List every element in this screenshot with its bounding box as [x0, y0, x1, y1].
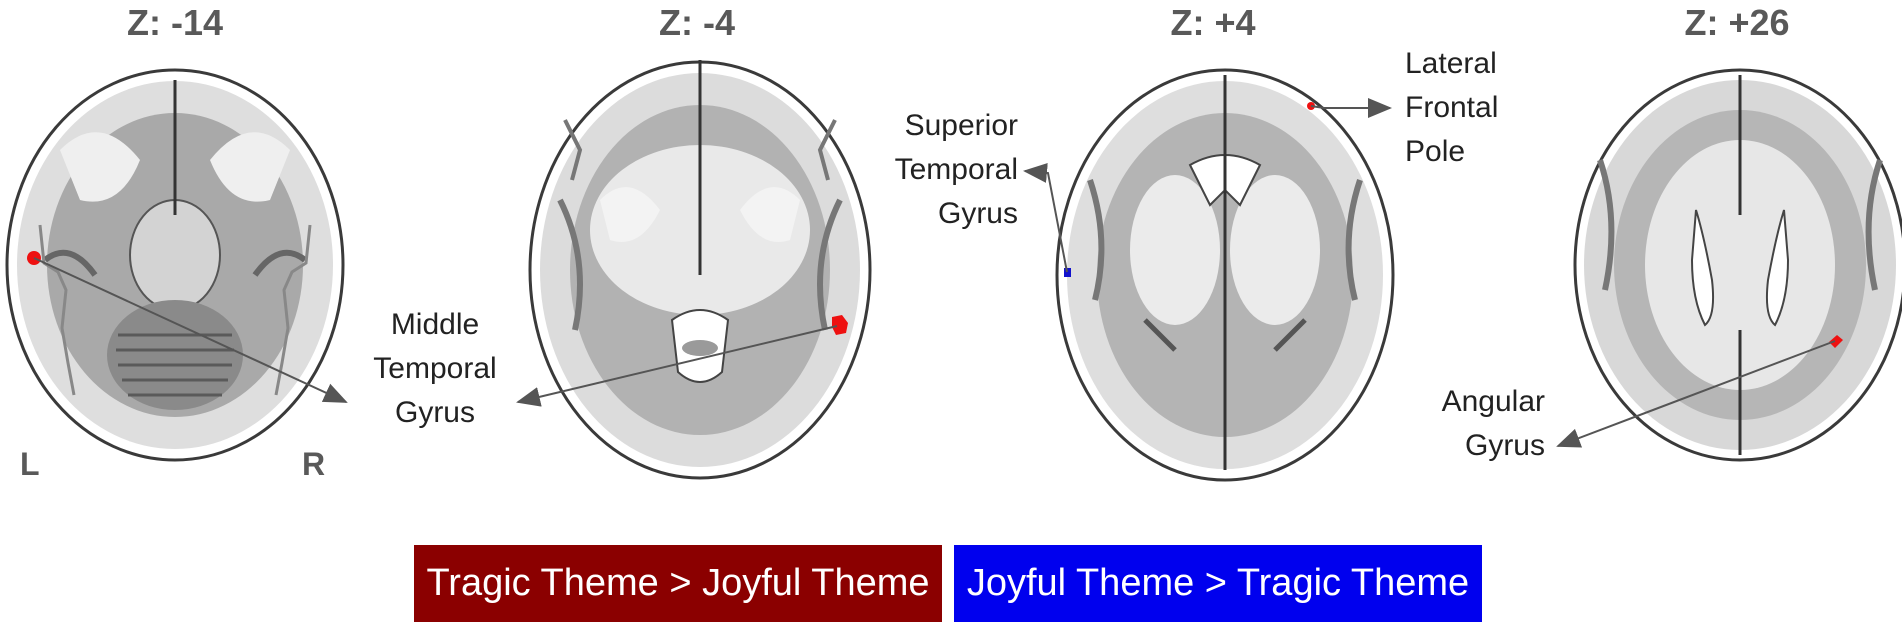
activation-blob-superior-temporal — [1064, 268, 1071, 277]
leader-line-superior-temporal — [1023, 162, 1068, 273]
legend-tragic-greater-joyful: Tragic Theme > Joyful Theme — [414, 545, 942, 622]
leader-line-lateral-frontal — [1310, 98, 1392, 118]
leader-line-angular — [1556, 340, 1836, 448]
label-angular-gyrus: Angular Gyrus — [1441, 385, 1545, 462]
activation-blob-middle-temporal-2 — [832, 315, 848, 335]
brain-slice-z-minus-14 — [5, 68, 345, 462]
leader-line-middle-temporal-1 — [33, 257, 348, 403]
activation-blob-angular — [1829, 335, 1843, 348]
left-hemisphere-label: L — [20, 446, 40, 482]
slice-title-2: Z: -4 — [659, 2, 735, 43]
right-hemisphere-label: R — [302, 446, 326, 482]
label-lateral-frontal-pole: Lateral Frontal Pole — [1405, 47, 1499, 168]
slice-title-3: Z: +4 — [1170, 2, 1256, 43]
label-middle-temporal-gyrus: Middle Temporal Gyrus — [373, 308, 497, 429]
brain-slice-z-plus-4 — [1055, 68, 1395, 482]
slice-title-1: Z: -14 — [126, 2, 223, 43]
leader-line-middle-temporal-2 — [516, 325, 838, 407]
legend-joyful-greater-tragic: Joyful Theme > Tragic Theme — [954, 545, 1482, 622]
brain-slice-z-plus-26 — [1573, 68, 1902, 462]
brain-slice-z-minus-4 — [528, 60, 872, 480]
slice-title-4: Z: +26 — [1684, 2, 1790, 43]
label-superior-temporal-gyrus: Superior Temporal Gyrus — [894, 109, 1018, 230]
